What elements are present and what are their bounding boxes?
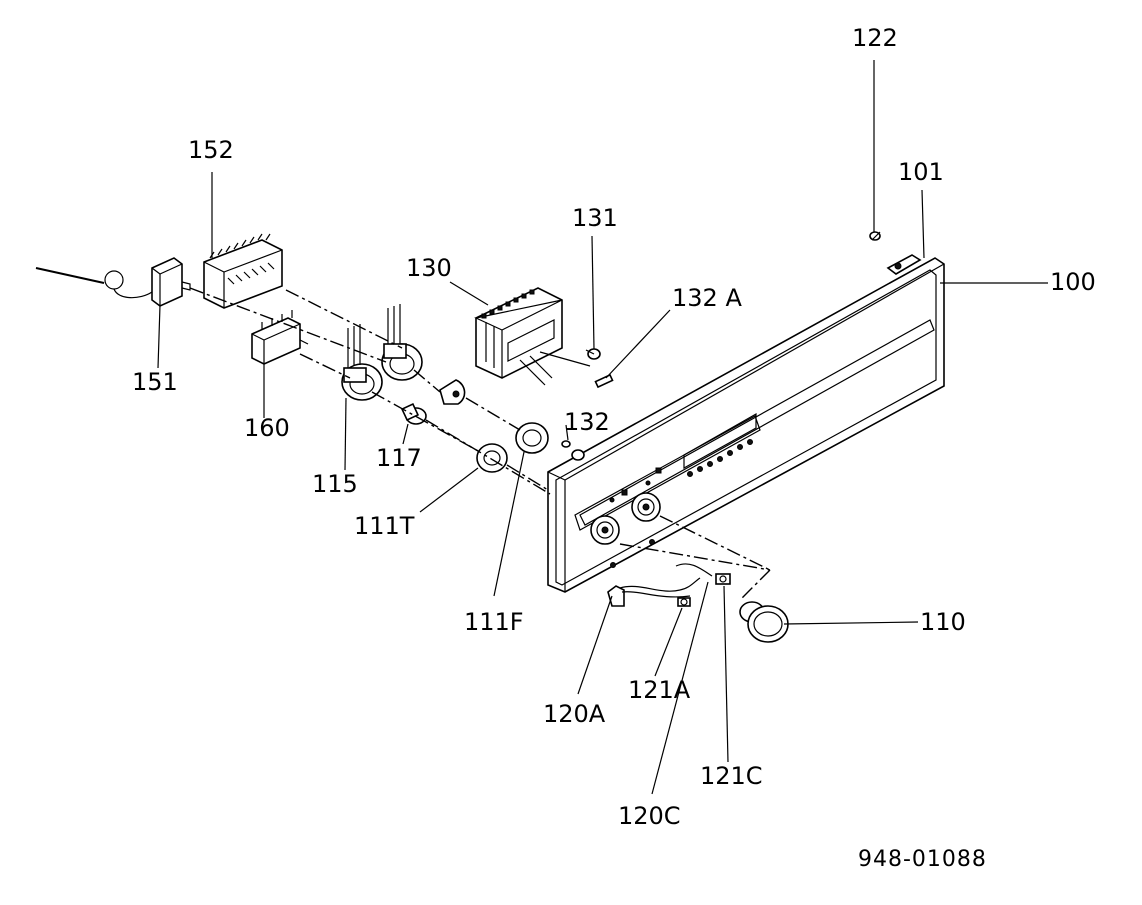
knob-110 [739,601,789,643]
label-131: 131 [572,204,618,232]
assembly-lines [189,287,771,601]
label-110: 110 [920,608,966,636]
label-101: 101 [898,158,944,186]
label-122: 122 [852,24,898,52]
label-151: 151 [132,368,178,396]
label-132A: 132 A [672,284,742,312]
label-121C: 121C [700,762,763,790]
lamp-holder-117 [400,402,427,425]
label-111T: 111T [354,512,415,540]
thermostat-151 [35,257,191,307]
panel-buttons [609,439,753,503]
label-117: 117 [376,444,422,472]
cable-120C [675,563,713,577]
label-130: 130 [406,254,452,282]
timer-module-130 [474,287,591,386]
label-152: 152 [188,136,234,164]
drawing-number: 948-01088 [858,847,987,872]
bracket-101 [886,254,922,275]
part-labels: 122 101 100 152 131 130 132 A 151 160 13… [132,24,1096,872]
label-115: 115 [312,470,358,498]
label-120A: 120A [543,700,606,728]
screw-132A [594,373,614,389]
rotary-switch-115-right [381,304,423,381]
screw-131 [585,348,601,360]
timer-pins [481,289,535,319]
knob-boss-left [590,515,620,545]
screw-122 [869,231,881,241]
shaft-adaptor [439,379,466,405]
ring-111F [515,422,549,454]
label-120C: 120C [618,802,681,830]
control-panel-100 [547,257,945,593]
cable-120A [607,577,701,607]
label-111F: 111F [464,608,524,636]
terminal-block-152 [203,233,283,309]
label-160: 160 [244,414,290,442]
screw-132 [561,440,585,461]
label-132: 132 [564,408,610,436]
connector-121A [677,597,691,607]
label-121A: 121A [628,676,691,704]
switch-160 [251,310,309,365]
knob-boss-right [631,492,661,522]
ring-111T [476,443,508,473]
connector-121C [715,573,731,585]
label-100: 100 [1050,268,1096,296]
leader-lines [157,60,1048,795]
